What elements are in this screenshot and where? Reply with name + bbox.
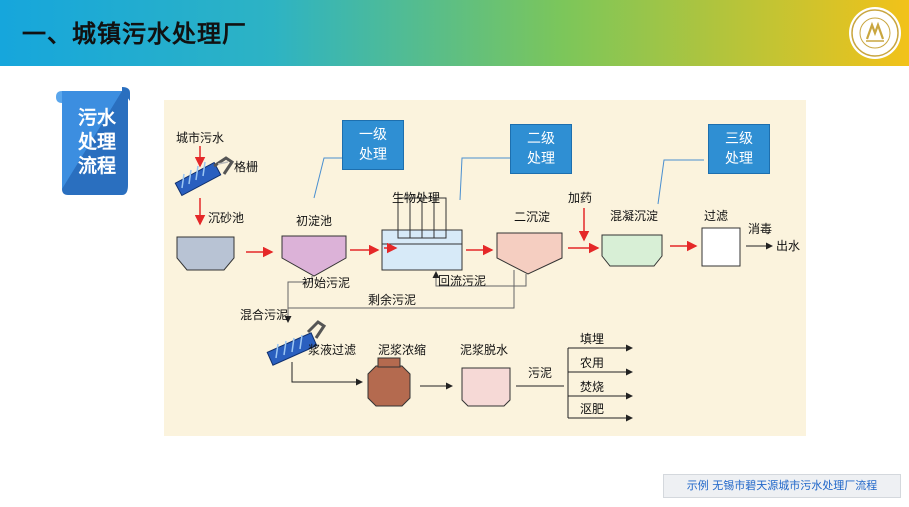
label-bio-treatment: 生物处理	[392, 191, 441, 205]
secondary-tank-shape	[496, 232, 563, 275]
side-tab-line: 污水	[77, 107, 116, 129]
thickener-shape	[367, 365, 411, 407]
label-dewatering: 泥浆脱水	[460, 343, 509, 357]
level-box-line: 一级	[359, 127, 387, 143]
level-box-line: 二级	[527, 131, 555, 147]
label-excess-sludge: 剩余污泥	[368, 293, 417, 307]
label-mixed-sludge: 混合污泥	[240, 308, 289, 322]
filter-box-shape	[701, 227, 741, 267]
primary-tank-shape	[281, 235, 347, 277]
header-banner: 一、城镇污水处理厂	[0, 0, 909, 66]
label-filtration: 过滤	[704, 209, 729, 223]
label-disinfection: 消毒	[748, 222, 773, 236]
label-coagulation: 混凝沉淀	[610, 209, 659, 223]
page-title: 一、城镇污水处理厂	[22, 20, 247, 48]
label-outflow: 出水	[776, 239, 801, 253]
label-secondary-tank: 二沉淀	[514, 210, 551, 224]
label-primary-tank: 初淀池	[296, 214, 333, 228]
label-return-sludge: 回流污泥	[438, 274, 487, 288]
thickener-top	[377, 357, 401, 368]
label-agriculture: 农用	[580, 356, 605, 370]
label-landfill: 填埋	[580, 332, 605, 346]
process-diagram-panel: 一级处理 二级处理 三级处理 城市污水 格栅 沉砂池 初淀池 生物处理 二沉淀 …	[164, 100, 806, 436]
side-tab-line: 流程	[77, 155, 116, 177]
label-dosing: 加药	[568, 191, 593, 205]
side-tab-text: 污水 处理 流程	[74, 106, 120, 178]
grille-icon	[174, 156, 235, 197]
return-sludge-line	[432, 271, 527, 287]
side-scroll-tab	[56, 87, 130, 195]
dewatering-tank-shape	[461, 367, 511, 407]
level-box-secondary: 二级处理	[510, 124, 572, 174]
side-tab-line: 处理	[77, 131, 116, 153]
level-box-line: 处理	[359, 147, 387, 163]
level-box-primary: 一级处理	[342, 120, 404, 170]
level-box-line: 三级	[725, 131, 753, 147]
level-callout-line	[313, 157, 342, 199]
label-thickening: 泥浆浓缩	[378, 343, 427, 357]
coagulation-tank-shape	[601, 234, 663, 267]
primary-sludge-line	[287, 276, 313, 308]
level-box-line: 处理	[725, 151, 753, 167]
bio-treatment-tank-shape	[381, 197, 463, 271]
university-logo-icon	[849, 7, 901, 59]
label-compost: 沤肥	[580, 402, 605, 416]
slurry-filter-grille-icon	[266, 320, 327, 366]
level-callout-line	[657, 159, 704, 205]
grit-tank-shape	[176, 236, 235, 271]
flow-arrow	[291, 362, 363, 386]
label-city-sewage: 城市污水	[176, 131, 225, 145]
level-box-tertiary: 三级处理	[708, 124, 770, 174]
process-flow-diagram	[174, 146, 773, 422]
label-sludge: 污泥	[528, 366, 553, 380]
label-incineration: 焚烧	[580, 380, 605, 394]
level-callout-line	[459, 157, 510, 201]
label-grille: 格栅	[234, 160, 259, 174]
label-primary-sludge: 初始污泥	[302, 276, 351, 290]
label-slurry-filter: 浆液过滤	[308, 343, 357, 357]
excess-sludge-line	[284, 270, 515, 323]
example-caption: 示例 无锡市碧天源城市污水处理厂流程	[663, 474, 901, 498]
label-grit-tank: 沉砂池	[208, 211, 245, 225]
level-box-line: 处理	[527, 151, 555, 167]
